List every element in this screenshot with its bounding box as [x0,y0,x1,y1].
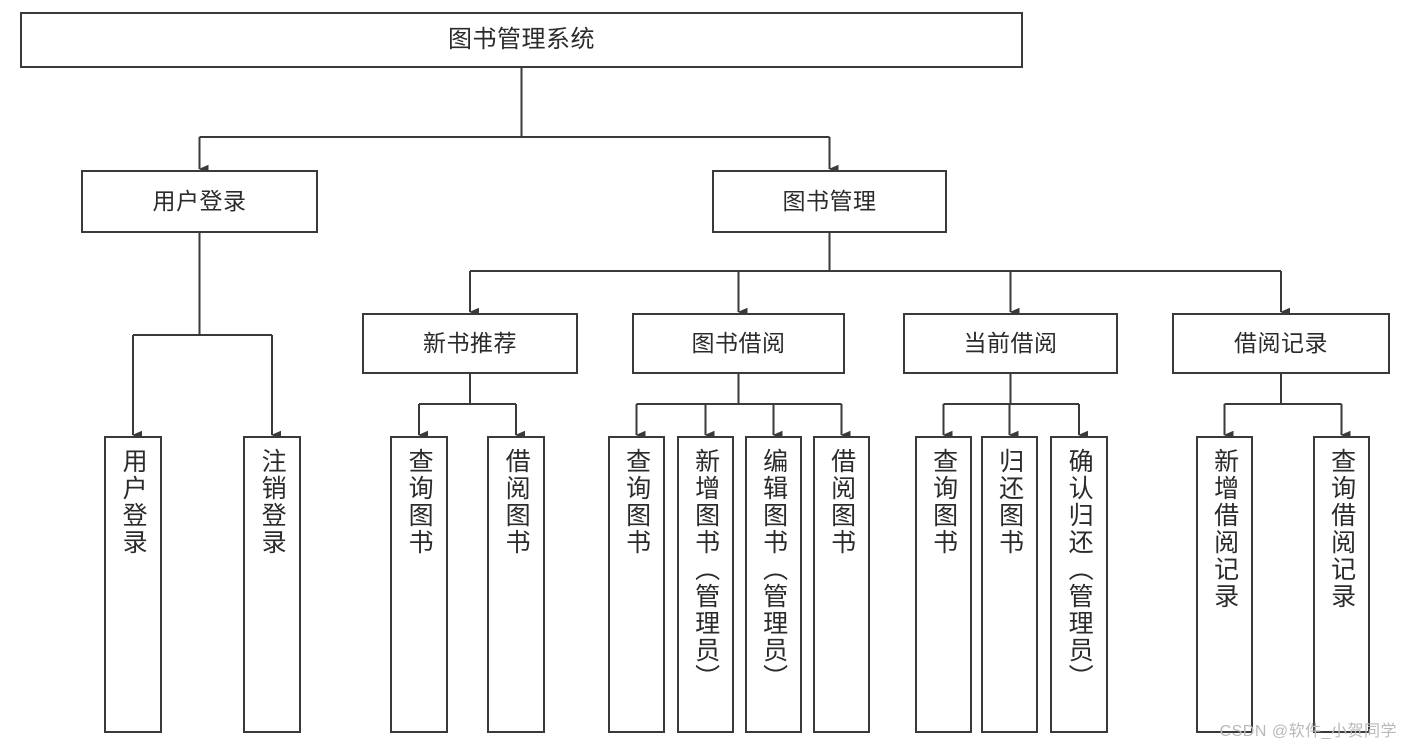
node-leaf-query-book[interactable]: 查询图书 [608,436,665,733]
node-new-book-rec[interactable]: 新书推荐 [362,313,578,374]
node-label: 图书管理系统 [448,25,595,53]
node-root[interactable]: 图书管理系统 [20,12,1023,68]
node-leaf-borrow-book[interactable]: 借阅图书 [813,436,870,733]
node-leaf-confirm-return[interactable]: 确认归还（管理员） [1050,436,1108,733]
node-label: 编辑图书（管理员） [759,448,788,691]
node-label: 新增借阅记录 [1210,448,1239,610]
node-leaf-logout[interactable]: 注销登录 [243,436,301,733]
node-label: 借阅图书 [827,448,856,556]
node-label: 借阅记录 [1234,329,1328,356]
node-borrow-record[interactable]: 借阅记录 [1172,313,1390,374]
node-label: 查询图书 [622,448,651,556]
node-label: 新增图书（管理员） [691,448,720,691]
node-book-borrow[interactable]: 图书借阅 [632,313,845,374]
node-label: 图书管理 [782,187,877,214]
node-current-borrow[interactable]: 当前借阅 [903,313,1118,374]
node-label: 图书借阅 [691,329,786,356]
node-user-login[interactable]: 用户登录 [81,170,318,233]
node-leaf-borrow-book-rec[interactable]: 借阅图书 [487,436,545,733]
node-label: 用户登录 [152,187,247,214]
node-leaf-query-record[interactable]: 查询借阅记录 [1313,436,1370,733]
node-book-manage[interactable]: 图书管理 [712,170,947,233]
node-label: 用户登录 [119,448,148,556]
node-label: 查询借阅记录 [1327,448,1356,610]
node-label: 借阅图书 [502,448,531,556]
node-leaf-edit-book[interactable]: 编辑图书（管理员） [745,436,802,733]
node-label: 确认归还（管理员） [1065,448,1094,691]
node-label: 当前借阅 [963,329,1058,356]
node-leaf-add-book[interactable]: 新增图书（管理员） [677,436,734,733]
node-leaf-add-record[interactable]: 新增借阅记录 [1196,436,1253,733]
node-leaf-query-book-rec[interactable]: 查询图书 [390,436,448,733]
node-label: 查询图书 [405,448,434,556]
node-leaf-query-book-cur[interactable]: 查询图书 [915,436,972,733]
edge-paths [131,68,1351,440]
node-label: 新书推荐 [423,329,517,356]
node-label: 归还图书 [995,448,1024,556]
node-label: 注销登录 [258,448,287,556]
node-label: 查询图书 [929,448,958,556]
node-leaf-return-book[interactable]: 归还图书 [981,436,1038,733]
node-leaf-user-login[interactable]: 用户登录 [104,436,162,733]
